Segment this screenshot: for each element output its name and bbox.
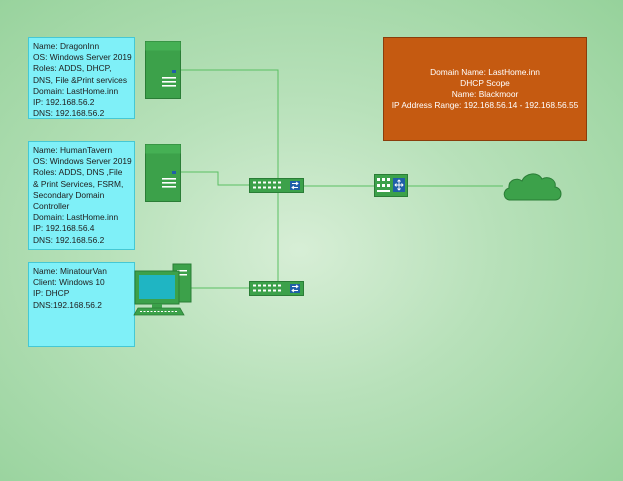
router-icon xyxy=(374,174,408,197)
switch-icon xyxy=(249,281,304,296)
scope-name: Name: Blackmoor xyxy=(451,89,519,99)
info-line: Domain: LastHome.inn xyxy=(33,212,119,223)
info-line: IP: 192.168.56.4 xyxy=(33,223,95,234)
info-line: Name: HumanTavern xyxy=(33,145,113,155)
scope-domain-name: Domain Name: LastHome.inn xyxy=(430,67,540,77)
info-line: DNS:192.168.56.2 xyxy=(33,299,102,310)
scope-title: DHCP Scope xyxy=(460,78,510,88)
link-dragoninn-switch xyxy=(180,69,279,183)
server-icon xyxy=(145,144,181,202)
info-line: DNS: 192.168.56.2 xyxy=(33,108,105,119)
info-line: IP: 192.168.56.2 xyxy=(33,97,95,108)
cloud-icon xyxy=(503,173,562,201)
info-line: Client: Windows 10 xyxy=(33,277,105,288)
desktop-computer-icon xyxy=(133,263,192,316)
link-humantavern-switch xyxy=(180,171,250,186)
switch-icon xyxy=(249,178,304,193)
server-icon xyxy=(145,41,181,99)
server-info-humantavern: Name: HumanTavern OS: Windows Server 201… xyxy=(28,141,135,250)
info-line: IP: DHCP xyxy=(33,288,70,299)
info-line: Roles: ADDS, DNS ,File & Print Services,… xyxy=(33,167,124,212)
info-line: Name: MinatourVan xyxy=(33,266,107,276)
server-info-dragoninn: Name: DragonInn OS: Windows Server 2019 … xyxy=(28,37,135,119)
info-line: OS: Windows Server 2019 xyxy=(33,156,132,167)
info-line: Roles: ADDS, DHCP, DNS, File &Print serv… xyxy=(33,63,128,85)
info-line: Domain: LastHome.inn xyxy=(33,85,119,96)
info-line: DNS: 192.168.56.2 xyxy=(33,234,105,245)
info-line: OS: Windows Server 2019 xyxy=(33,52,132,63)
client-info-minatourvan: Name: MinatourVan Client: Windows 10 IP:… xyxy=(28,262,135,347)
info-line: Name: DragonInn xyxy=(33,41,100,51)
dhcp-scope-box: Domain Name: LastHome.inn DHCP Scope Nam… xyxy=(383,37,587,141)
scope-ip-range: IP Address Range: 192.168.56.14 - 192.16… xyxy=(391,100,579,110)
